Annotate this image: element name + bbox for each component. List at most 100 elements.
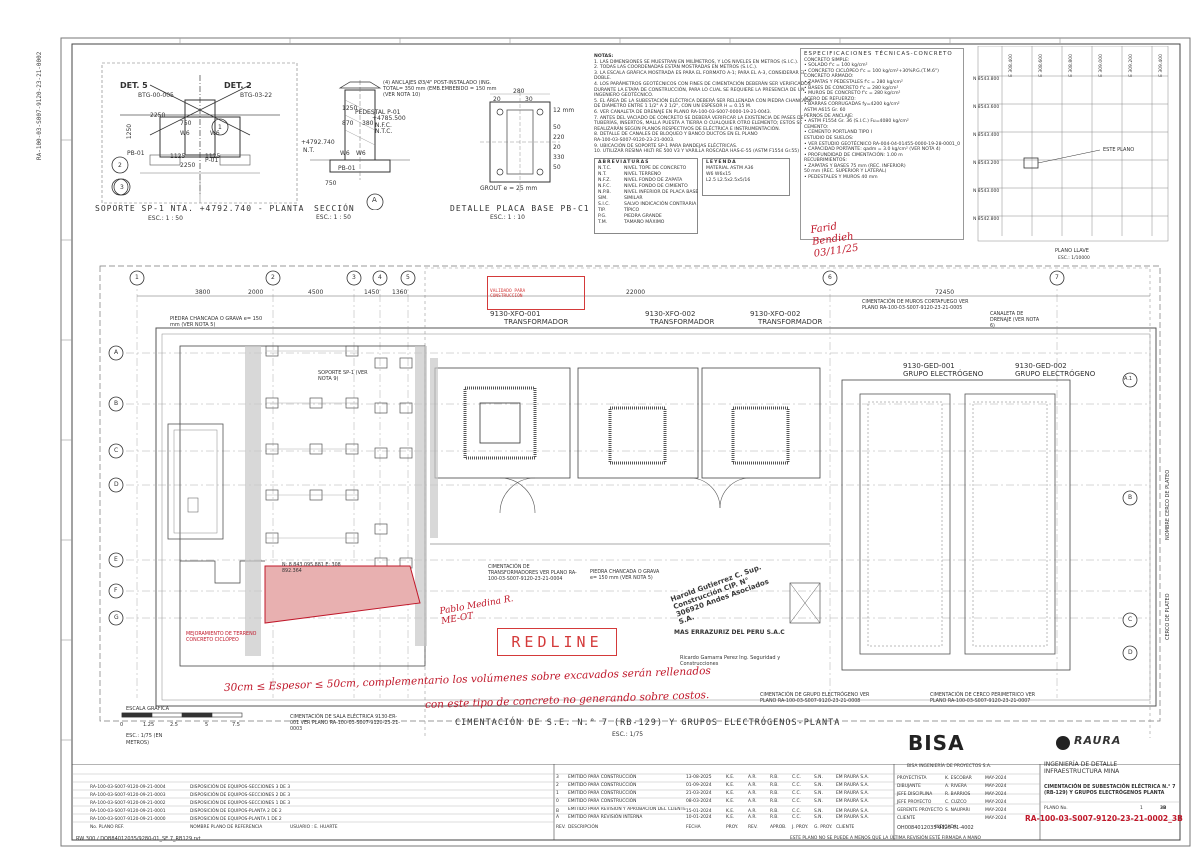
key-coord: N 8543.200 [973,161,1000,166]
spec-line: ESTUDIO DE SUELOS: [804,135,854,141]
spec-line: • ASTM F1554 Gr. 36 (S.I.C.) Fu=4080 kg/… [804,119,909,125]
plano-numero-label: PLANO No. [1044,806,1068,811]
section-scale: ESC.: 1 : 50 [316,214,351,221]
det5-tag: DET. 5 [120,81,148,90]
note-line: 5. EL ÁREA DE LA SUBESTACIÓN ELÉCTRICA D… [594,98,812,104]
grid-num-4: 4 [378,274,382,281]
sp1-dim-e: 2250 [180,162,196,169]
abbreviations-heading: ABREVIATURAS [598,160,650,165]
spec-line: • CEMENTO PORTLAND TIPO I [804,130,873,136]
spec-line: • CAPACIDAD PORTANTE: qadm = 3.0 kg/cm² … [804,147,941,153]
annotation-generator-foundation: CIMENTACIÓN DE GRUPO ELECTRÓGENO VER PLA… [760,693,870,704]
section-anchor-note: (4) ANCLAJES Ø3/4" POST-INSTALADO (ING. … [383,80,498,98]
spec-line: ASTM A615 Gr. 60 [804,107,846,113]
annotation-fence: CIMENTACIÓN DE CERCO PERIMETRICO VER PLA… [930,693,1036,704]
sp1-circle-1: 1 [218,124,222,131]
spec-line: CONCRETO SIMPLE: [804,57,850,63]
section-title: SECCIÓN [314,204,355,213]
abbreviations: ABREVIATURAS N.T.C.NIVEL TOPE DE CONCRET… [598,160,698,226]
footer-note: ESTE PLANO NO SE PUEDE A MENOS QUE LA ÚL… [790,836,981,841]
sp1-pb01: PB-01 [127,150,145,157]
note-line: 7. ANTES DEL VACIADO DE CONCRETO SE DEBE… [594,115,804,121]
detail-sp1-drawing [101,62,298,204]
spec-line: • ZAPATAS Y BASES 75 mm (REC. INFERIOR) [804,163,906,169]
note-line: 6. VER CANALETA DE DRENAJE EN PLANO RA-1… [594,109,772,115]
generator-1-tag: 9130-GED-001 [903,362,955,370]
bottom-user: USUARIO : E. HUARTE [290,825,338,830]
specs-box [800,48,964,240]
note-line: DOBLE. [594,76,612,82]
abbr-row: N.F.Z.NIVEL FONDO DE ZAPATA [598,178,683,183]
spec-line: • SOLADO f'c = 100 kg/cm² [804,63,868,69]
file-path: RW 300 / DOB84012035/9280-01_SE 7_RB129.… [76,836,201,842]
note-line: 10. UTILIZAR RESINA HILTI RE 500 V3 Y VA… [594,149,800,155]
grid-num-1: 1 [135,274,139,281]
transformer-2-tag: 9130-XFO-002 [645,310,696,318]
grid-letter-rb: B [1128,494,1133,501]
plate-dim-20b: 20 [553,144,561,151]
side-drawing-code: RA-100-03-S007-9120-23-21-0002 [36,51,43,160]
ref-header: No. PLANO REF.NOMBRE PLANO DE REFERENCIA [90,825,263,830]
grid-letter-a1: A.1 [1124,376,1133,382]
grid-num-7: 7 [1055,274,1059,281]
det5-ref: BTG-00-005 [138,92,174,99]
key-east: E 308.600 [1038,54,1044,77]
annotation-gravel-1: PIEDRA CHANCADA O GRAVA e= 150 mm (VER N… [170,316,263,328]
section-nfc-level: +4785.500 [372,115,406,122]
dim-top: 22000 [626,289,646,296]
annotation-cyclopean: MEJORAMIENTO DE TERRENO CONCRETO CICLÓPE… [186,632,257,643]
section-ntc: N.T.C. [375,128,393,135]
company-logo: BISA [908,731,965,755]
key-east: E 309.400 [1158,54,1164,77]
key-plan-title: PLANO LLAVE [1055,248,1089,254]
spec-line: • CONCRETO CICLÓPEO f'c = 100 kg/cm²+30%… [804,68,939,74]
notes-heading: NOTAS: [594,54,614,59]
dim-top: 1450 [364,289,380,296]
annotation-transformers: CIMENTACIÓN DE TRANSFORMADORES VER PLANO… [488,565,577,582]
main-plan-drawing [99,265,1161,738]
plate-dim-20a: 20 [493,96,501,103]
note-line: DURANTE LA ETAPA DE CONSTRUCCIÓN, PARA L… [594,87,805,93]
annotation-support: SOPORTE SP-1 (VER NOTA 9) [318,370,368,382]
spec-line: ACERO DE REFUERZO: [804,96,856,102]
plate-dim-50b: 50 [553,164,561,171]
grid-letter-b: B [114,400,119,407]
note-line: INGENIERO GEOTÉCNICO. [594,93,654,99]
sp1-circle-2: 2 [118,162,122,169]
transformer-2-sub: TRANSFORMADOR [650,318,715,326]
abbr-row: SIM.SIMILAR [598,196,643,201]
spec-line: RECUBRIMIENTOS: [804,158,847,164]
grid-letter-e: E [114,556,118,563]
abbr-row: T.M.TAMAÑO MÁXIMO [598,220,665,225]
notes-block: NOTAS: 1. LAS DIMENSIONES SE MUESTRAN EN… [594,54,812,155]
grid-num-6: 6 [828,274,832,281]
grid-letter-d: D [114,481,119,488]
key-coord: N 8543.400 [973,133,1000,138]
key-coord: N 8542.800 [973,217,1000,222]
scale-label: ESCALA GRÁFICA [126,706,169,712]
note-line: REALIZARÁN SEGÚN PLANOS RESPECTIVOS DE E… [594,126,781,132]
sp1-dim-b: 1250 [126,123,134,140]
note-line: 4. LOS PARÁMETROS GEOTÉCNICOS CON FINES … [594,81,811,87]
generator-2-tag: 9130-GED-002 [1015,362,1067,370]
spec-line: • BARRAS CORRUGADAS fy=4200 kg/cm² [804,102,900,108]
key-plan [977,46,1169,242]
plate-dim-220: 220 [553,134,565,141]
plate-grout: GROUT e = 25 mm [480,185,538,192]
note-line: 9. UBICACIÓN DE SOPORTE SP-1 PARA BANDEJ… [594,143,738,149]
scale-value: INDICADA [935,825,957,830]
spec-line: PERNOS DE ANCLAJE: [804,113,854,119]
sp1-p01: P-01 [205,157,219,164]
section-nt-level: +4792.740 [301,139,335,146]
spec-line: 50 mm (REC. SUPERIOR Y LATERAL) [804,169,887,175]
key-plan-scale: ESC.: 1/10000 [1058,256,1090,261]
key-plan-here: ESTE PLANO [1103,147,1135,153]
section-dim-a: 1250 [342,105,358,112]
